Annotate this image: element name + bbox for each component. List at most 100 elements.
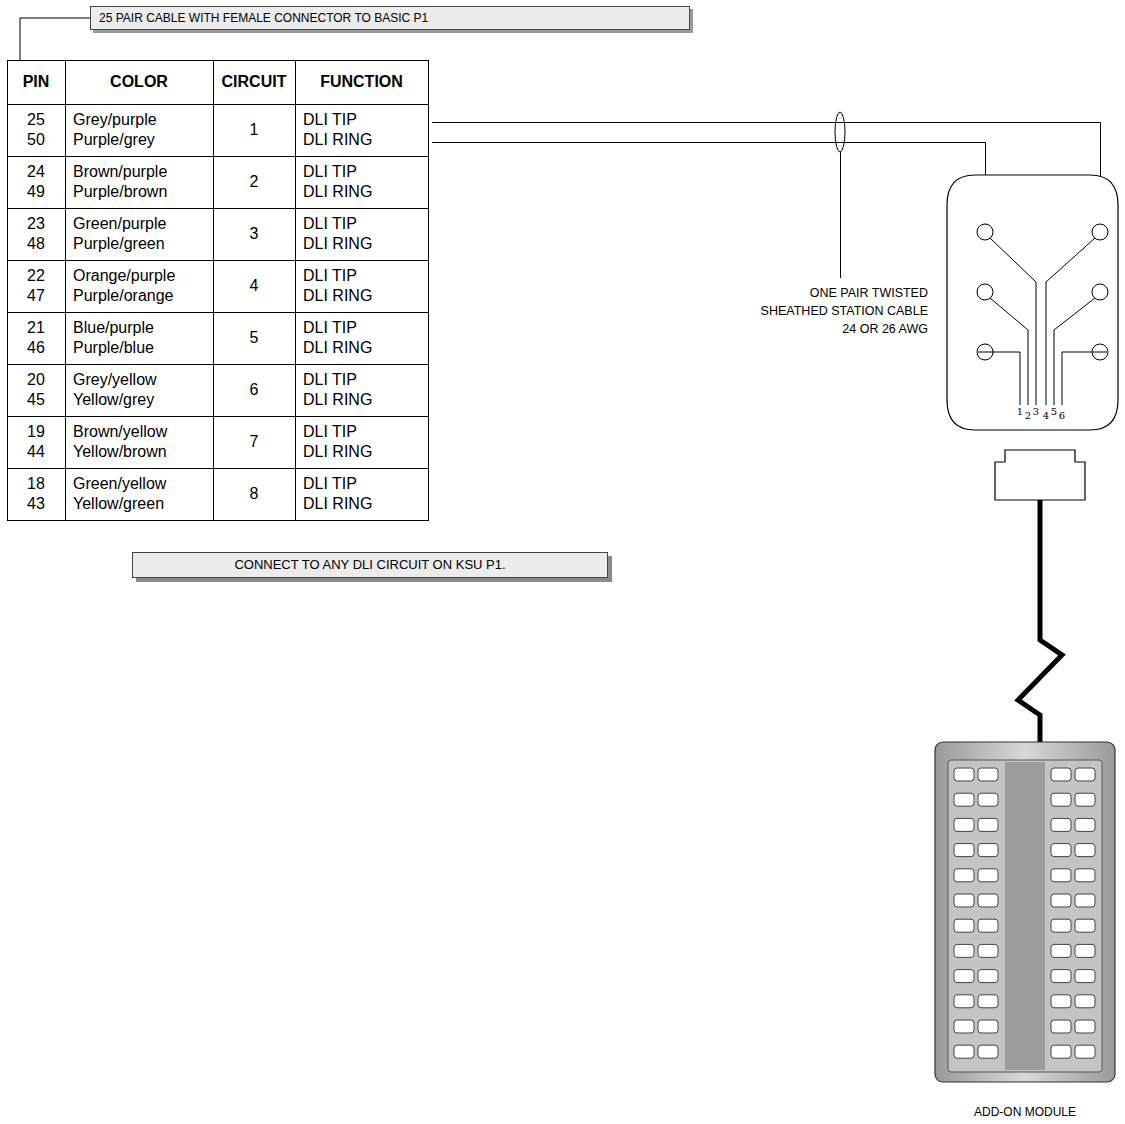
- key-button: [978, 768, 998, 781]
- circuit-number: 2: [213, 172, 295, 192]
- key-button: [954, 768, 974, 781]
- pin-number: 44: [7, 442, 65, 462]
- wire-color: Yellow/brown: [73, 442, 167, 462]
- line-cord: [1018, 500, 1062, 744]
- key-button: [954, 844, 974, 857]
- key-button: [1051, 970, 1071, 983]
- module-keys: [954, 768, 1095, 1058]
- pin-number: 49: [7, 182, 65, 202]
- wire-color: Purple/brown: [73, 182, 167, 202]
- wire-color: Grey/yellow: [73, 370, 157, 390]
- signal-name: DLI TIP: [303, 474, 357, 494]
- circuit-number: 4: [213, 276, 295, 296]
- wire-color: Yellow/green: [73, 494, 164, 514]
- key-button: [1075, 768, 1095, 781]
- key-button: [954, 970, 974, 983]
- add-on-module: ADD-ON MODULE: [935, 742, 1115, 1120]
- key-button: [1051, 995, 1071, 1008]
- key-button: [1051, 844, 1071, 857]
- key-button: [978, 944, 998, 957]
- signal-name: DLI TIP: [303, 214, 357, 234]
- key-button: [1051, 793, 1071, 806]
- signal-name: DLI TIP: [303, 110, 357, 130]
- key-button: [1051, 768, 1071, 781]
- wire-color: Brown/yellow: [73, 422, 167, 442]
- key-button: [1051, 869, 1071, 882]
- key-button: [978, 844, 998, 857]
- pin-number: 47: [7, 286, 65, 306]
- key-button: [1051, 894, 1071, 907]
- pin-number: 4: [1041, 410, 1051, 422]
- key-button: [1075, 919, 1095, 932]
- pin-number: 25: [7, 110, 65, 130]
- pin-number: 19: [7, 422, 65, 442]
- key-button: [1075, 995, 1095, 1008]
- key-button: [978, 995, 998, 1008]
- wire-color: Orange/purple: [73, 266, 175, 286]
- wire-color: Purple/blue: [73, 338, 154, 358]
- key-button: [1075, 844, 1095, 857]
- wire-color: Grey/purple: [73, 110, 157, 130]
- pin-number: 1: [1015, 406, 1025, 418]
- module-faceplate: [948, 760, 1102, 1072]
- pin-number: 22: [7, 266, 65, 286]
- modular-jack: [947, 175, 1118, 430]
- key-button: [1075, 869, 1095, 882]
- key-button: [978, 1020, 998, 1033]
- pin-number: 18: [7, 474, 65, 494]
- circuit-number: 1: [213, 120, 295, 140]
- signal-name: DLI RING: [303, 494, 372, 514]
- key-button: [954, 919, 974, 932]
- circuit-number: 7: [213, 432, 295, 452]
- wire-color: Blue/purple: [73, 318, 154, 338]
- note-box: CONNECT TO ANY DLI CIRCUIT ON KSU P1.: [132, 552, 608, 578]
- circuit-number: 8: [213, 484, 295, 504]
- key-button: [1075, 1020, 1095, 1033]
- signal-name: DLI TIP: [303, 162, 357, 182]
- key-button: [1075, 970, 1095, 983]
- signal-name: DLI RING: [303, 390, 372, 410]
- wire-color: Purple/grey: [73, 130, 155, 150]
- signal-name: DLI TIP: [303, 318, 357, 338]
- pin-number: 50: [7, 130, 65, 150]
- pin-number: 2: [1023, 410, 1033, 422]
- jack-internal-wires: [978, 238, 1107, 405]
- pin-number: 43: [7, 494, 65, 514]
- circuit-number: 5: [213, 328, 295, 348]
- key-button: [978, 894, 998, 907]
- signal-name: DLI RING: [303, 286, 372, 306]
- key-button: [978, 919, 998, 932]
- key-button: [954, 894, 974, 907]
- pin-number: 48: [7, 234, 65, 254]
- pin-number: 45: [7, 390, 65, 410]
- wire-color: Purple/orange: [73, 286, 174, 306]
- key-button: [1051, 944, 1071, 957]
- wire-color: Yellow/grey: [73, 390, 154, 410]
- circuit-number: 3: [213, 224, 295, 244]
- wire-color: Brown/purple: [73, 162, 167, 182]
- circuit-number: 6: [213, 380, 295, 400]
- node-text: CONNECT TO ANY DLI CIRCUIT ON KSU P1.: [143, 553, 597, 577]
- key-button: [978, 970, 998, 983]
- key-button: [1075, 894, 1095, 907]
- pin-number: 21: [7, 318, 65, 338]
- pin-number: 20: [7, 370, 65, 390]
- signal-name: DLI TIP: [303, 422, 357, 442]
- key-button: [978, 1045, 998, 1058]
- pin-number: 24: [7, 162, 65, 182]
- key-button: [1051, 919, 1071, 932]
- header-box: 25 PAIR CABLE WITH FEMALE CONNECTOR TO B…: [90, 6, 690, 30]
- bracket-line: [20, 18, 90, 60]
- module-housing: [935, 742, 1115, 1082]
- key-button: [1051, 1020, 1071, 1033]
- wire-color: Purple/green: [73, 234, 165, 254]
- module-center-strip: [1005, 762, 1045, 1070]
- signal-name: DLI TIP: [303, 266, 357, 286]
- key-button: [1075, 793, 1095, 806]
- key-button: [978, 818, 998, 831]
- signal-name: DLI RING: [303, 234, 372, 254]
- pin-number: 46: [7, 338, 65, 358]
- key-button: [954, 1020, 974, 1033]
- column-header: CIRCUIT: [213, 72, 295, 92]
- node-text: ADD-ON MODULE: [935, 1104, 1115, 1120]
